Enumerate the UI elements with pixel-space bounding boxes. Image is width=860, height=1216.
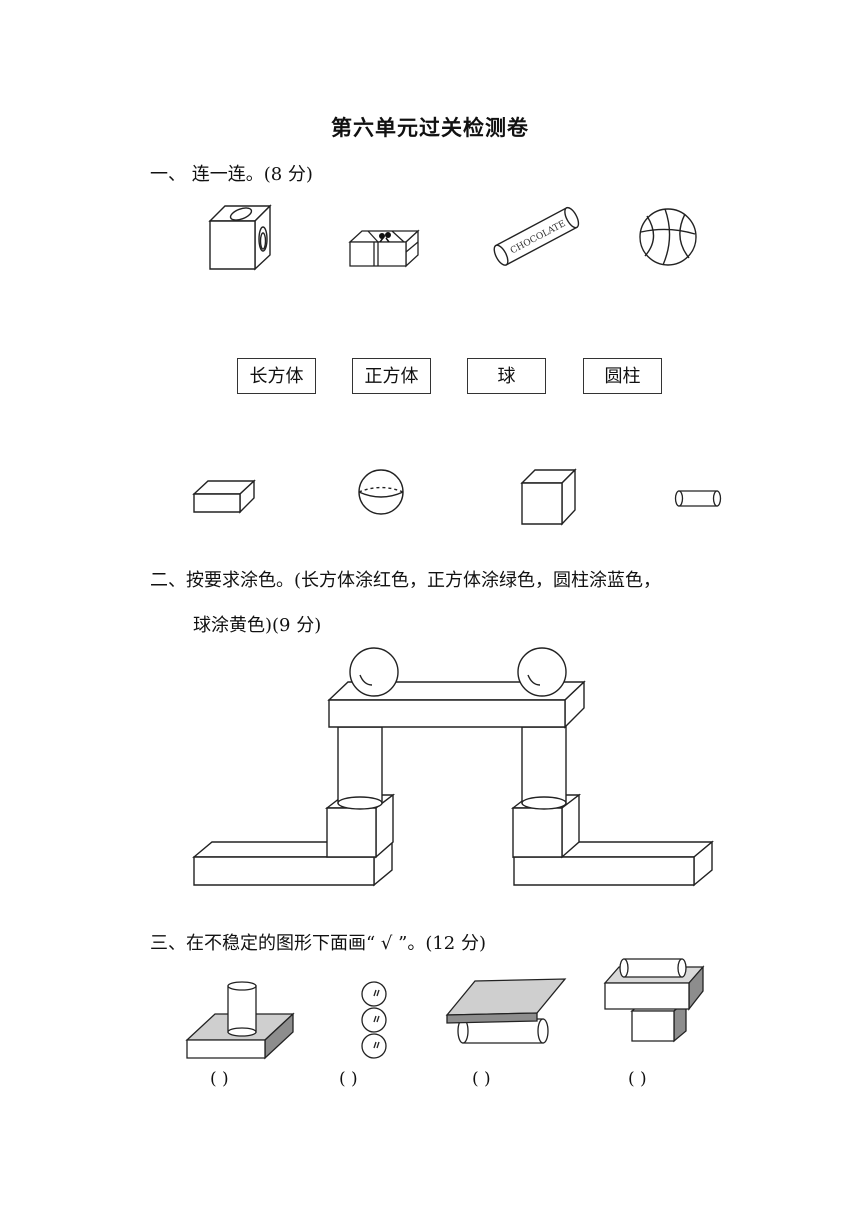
cube-shape bbox=[520, 468, 578, 526]
question-2-heading-cont: 球涂黄色)(9 分) bbox=[193, 615, 322, 636]
question-3-heading: 三、在不稳定的图形下面画“ √ ”。(12 分) bbox=[150, 933, 486, 954]
answer-blank-a[interactable]: ( ) bbox=[210, 1069, 229, 1089]
label-cuboid: 长方体 bbox=[237, 358, 316, 394]
label-cylinder: 圆柱 bbox=[583, 358, 662, 394]
answer-blank-d[interactable]: ( ) bbox=[628, 1069, 647, 1089]
cylinder-shape bbox=[674, 488, 722, 510]
chocolate-tube-picture: CHOCOLATE bbox=[488, 200, 583, 272]
label-cube: 正方体 bbox=[352, 358, 431, 394]
stability-figure-b bbox=[357, 980, 393, 1060]
question-2-heading: 二、按要求涂色。(长方体涂红色，正方体涂绿色，圆柱涂蓝色， bbox=[150, 570, 662, 591]
question-1-heading: 一、 连一连。(8 分) bbox=[150, 164, 313, 185]
stability-figure-d bbox=[602, 955, 706, 1043]
answer-blank-c[interactable]: ( ) bbox=[472, 1069, 491, 1089]
block-structure-figure bbox=[190, 645, 715, 890]
cuboid-shape bbox=[193, 478, 255, 514]
sphere-shape bbox=[350, 468, 412, 516]
stability-figure-a bbox=[185, 978, 295, 1060]
stability-figure-c bbox=[445, 975, 567, 1051]
answer-blank-b[interactable]: ( ) bbox=[339, 1069, 358, 1089]
tissue-box-picture bbox=[205, 203, 275, 273]
label-sphere: 球 bbox=[467, 358, 546, 394]
basketball-picture bbox=[637, 206, 699, 268]
page-title: 第六单元过关检测卷 bbox=[331, 116, 529, 140]
gift-box-picture bbox=[348, 228, 420, 268]
